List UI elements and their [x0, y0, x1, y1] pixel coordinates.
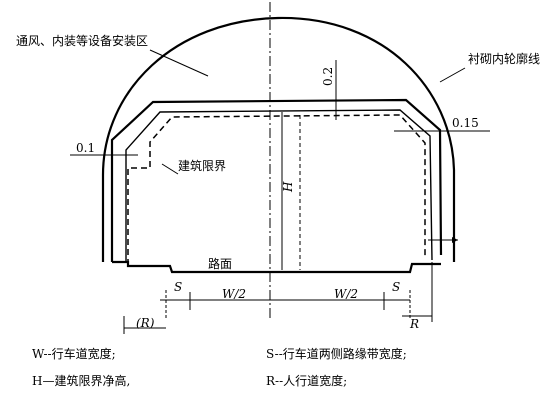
left-offset-label: 0.1	[76, 141, 95, 155]
road-surface-label: 路面	[208, 256, 232, 271]
lining-contour-leader	[439, 67, 466, 83]
s-left-label: S	[174, 280, 182, 294]
legend-w: W--行车道宽度;	[32, 346, 116, 361]
tunnel-lining-arch	[101, 16, 456, 262]
top-offset-label: 0.2	[321, 67, 335, 86]
ventilation-zone-leader	[149, 49, 209, 77]
s-right-label: S	[392, 280, 400, 294]
lining-inner-contour	[110, 98, 443, 262]
r-left-label: (R)	[136, 316, 155, 330]
clearance-limit-label: 建筑限界	[178, 158, 226, 173]
right-offset-label: 0.15	[452, 116, 479, 130]
road-surface	[112, 260, 441, 274]
clearance-limit-leader	[161, 163, 179, 175]
legend-s: S--行车道两侧路缘带宽度;	[266, 346, 407, 361]
half-width-right-label: W/2	[334, 287, 358, 301]
right-side-arrow-head	[452, 237, 458, 243]
ventilation-zone-label: 通风、内装等设备安装区	[16, 33, 148, 48]
clearance-limit-line	[127, 114, 426, 265]
height-dimension-label: H	[281, 181, 295, 193]
lining-inner-contour-parallel	[125, 109, 433, 262]
half-width-left-label: W/2	[222, 287, 246, 301]
r-right-label: R	[409, 317, 419, 331]
legend-h: H—建筑限界净高,	[32, 373, 130, 388]
legend-r: R--人行道宽度;	[266, 373, 347, 388]
lining-contour-label: 衬砌内轮廓线	[468, 51, 540, 66]
